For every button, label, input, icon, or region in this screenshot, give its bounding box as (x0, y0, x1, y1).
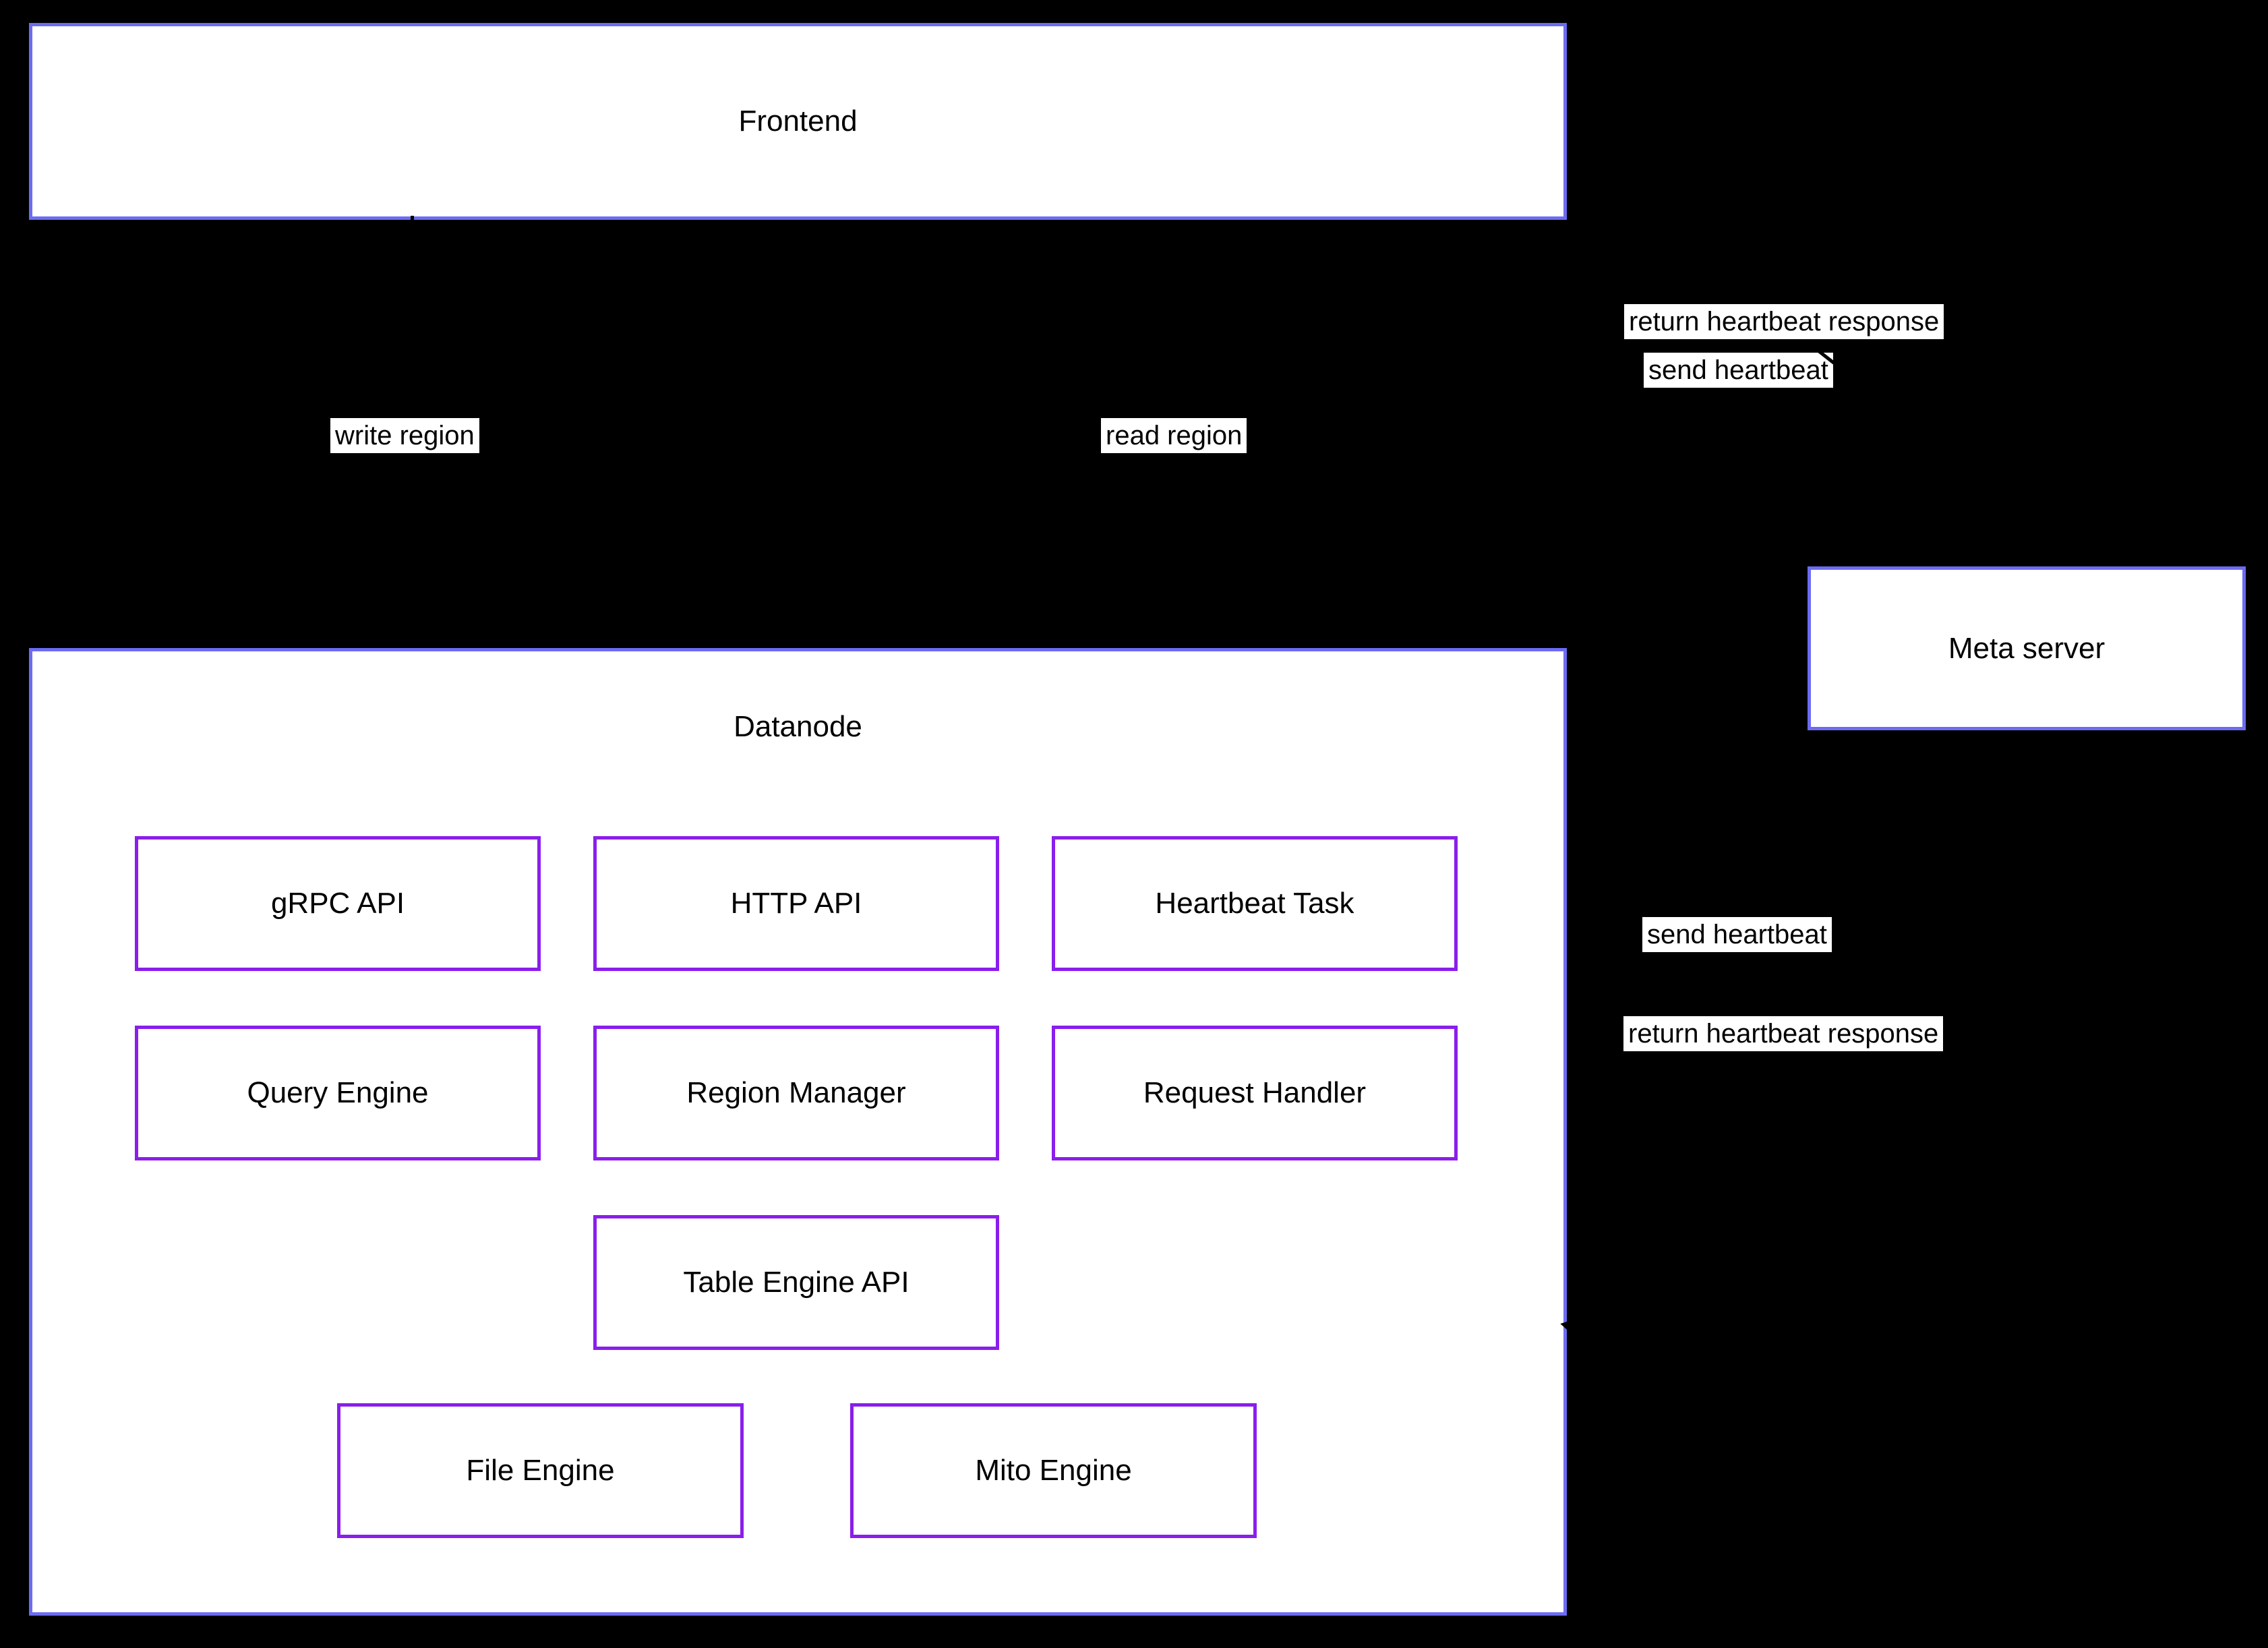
query-engine-box: Query Engine (135, 1026, 541, 1160)
send-heartbeat-label-datanode: send heartbeat (1642, 917, 1832, 952)
edge-write-region-arrowhead (402, 628, 421, 648)
region-manager-box: Region Manager (593, 1026, 999, 1160)
return-heartbeat-response-label-top: return heartbeat response (1624, 304, 1944, 339)
request-handler-box: Request Handler (1052, 1026, 1458, 1160)
edge-send-heartbeat-frontend-arrowhead (2016, 548, 2035, 568)
frontend-node-label: Frontend (738, 105, 858, 138)
edge-send-heartbeat-frontend-to-meta (1700, 220, 2028, 568)
datanode-container-label: Datanode (734, 710, 862, 743)
grpc-api-box: gRPC API (135, 836, 541, 971)
query-engine-label: Query Engine (247, 1076, 429, 1109)
http-api-label: HTTP API (730, 887, 862, 920)
read-region-label: read region (1101, 418, 1247, 453)
request-handler-label: Request Handler (1143, 1076, 1367, 1109)
file-engine-box: File Engine (337, 1403, 744, 1538)
table-engine-api-label: Table Engine API (683, 1266, 909, 1299)
return-heartbeat-response-label-datanode: return heartbeat response (1623, 1016, 1944, 1051)
meta-server-node-label: Meta server (1948, 631, 2106, 665)
region-manager-label: Region Manager (686, 1076, 906, 1109)
edge-return-heartbeat-frontend-arrowhead (1737, 202, 1756, 223)
edge-return-heartbeat-meta-to-frontend (1743, 220, 1916, 568)
edge-send-heartbeat-datanode-arrowhead (1897, 732, 1916, 752)
heartbeat-task-box: Heartbeat Task (1052, 836, 1458, 971)
return-heartbeat-datanode-arrowhead (1557, 1313, 1582, 1338)
http-api-box: HTTP API (593, 836, 999, 971)
send-heartbeat-label-top: send heartbeat (1644, 353, 1833, 388)
edge-tick-frontend-bottom (411, 216, 414, 221)
frontend-node: Frontend (29, 23, 1567, 220)
mito-engine-label: Mito Engine (975, 1454, 1132, 1487)
table-engine-api-box: Table Engine API (593, 1215, 999, 1350)
grpc-api-label: gRPC API (270, 887, 405, 920)
mito-engine-box: Mito Engine (850, 1403, 1257, 1538)
heartbeat-task-label: Heartbeat Task (1155, 887, 1354, 920)
file-engine-label: File Engine (466, 1454, 615, 1487)
meta-server-node: Meta server (1808, 566, 2246, 730)
edge-read-region-arrowhead (1173, 628, 1192, 648)
write-region-label: write region (330, 418, 479, 453)
